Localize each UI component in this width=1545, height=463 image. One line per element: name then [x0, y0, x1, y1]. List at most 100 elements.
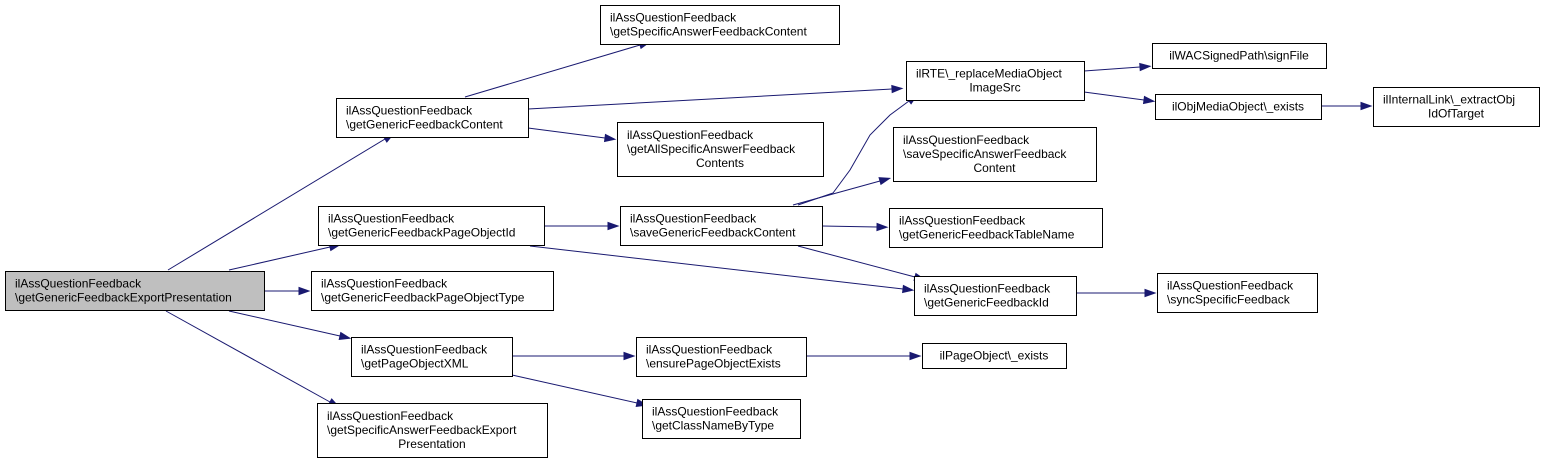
edge-line: [797, 100, 910, 206]
arrowhead-omo-to-link: [1360, 101, 1373, 111]
arrowhead-rte-to-omo: [1142, 95, 1156, 105]
edge-sgfc-to-ssafc: [792, 177, 892, 206]
arrowhead-epoe-to-poe: [909, 351, 922, 361]
edge-epoe-to-poe: [806, 351, 922, 361]
edge-line: [792, 180, 881, 206]
node-gfpoid[interactable]: ilAssQuestionFeedback\getGenericFeedback…: [318, 206, 545, 246]
node-label-line: Presentation: [398, 437, 465, 451]
node-label-line: \getGenericFeedbackExportPresentation: [15, 291, 232, 305]
node-gsafep[interactable]: ilAssQuestionFeedback\getSpecificAnswerF…: [317, 403, 548, 458]
node-epoe[interactable]: ilAssQuestionFeedback\ensurePageObjectEx…: [636, 337, 807, 377]
node-box: [893, 127, 1097, 182]
node-label-line: ilAssQuestionFeedback: [630, 212, 757, 226]
node-box: [642, 399, 801, 439]
node-label-line: \getPageObjectXML: [361, 357, 469, 371]
node-label-line: IdOfTarget: [1428, 107, 1485, 121]
node-label-line: ilPageObject\_exists: [940, 349, 1049, 363]
node-box: [1152, 43, 1327, 69]
node-box: [1155, 94, 1322, 120]
arrowhead-gpox-to-epoe: [623, 351, 636, 361]
edge-gfc-to-rte: [527, 84, 904, 110]
node-poe[interactable]: ilPageObject\_exists: [922, 343, 1067, 369]
edge-sgfc-to-gftn: [821, 222, 889, 232]
edge-gpox-to-epoe: [512, 351, 636, 361]
arrowhead-sgfc-to-gftn: [876, 222, 889, 232]
node-ssf[interactable]: ilAssQuestionFeedback\syncSpecificFeedba…: [1157, 273, 1318, 313]
node-label-line: \getGenericFeedbackContent: [346, 118, 503, 132]
node-gcnbt[interactable]: ilAssQuestionFeedback\getClassNameByType: [642, 399, 801, 439]
node-box: [620, 206, 823, 246]
node-label-line: ilObjMediaObject\_exists: [1172, 100, 1304, 114]
node-sgfc[interactable]: ilAssQuestionFeedback\saveGenericFeedbac…: [620, 206, 823, 246]
node-label-line: ilRTE\_replaceMediaObject: [916, 67, 1063, 81]
node-label-line: ilAssQuestionFeedback: [328, 212, 455, 226]
node-label-line: ilAssQuestionFeedback: [646, 343, 773, 357]
edge-line: [228, 310, 341, 337]
edge-line: [529, 245, 904, 290]
node-gftn[interactable]: ilAssQuestionFeedback\getGenericFeedback…: [889, 208, 1103, 248]
node-ssafc[interactable]: ilAssQuestionFeedback\saveSpecificAnswer…: [893, 127, 1097, 182]
nodes-layer: ilAssQuestionFeedback\getGenericFeedback…: [5, 5, 1540, 458]
node-label-line: \saveGenericFeedbackContent: [630, 226, 796, 240]
node-label-line: Content: [973, 161, 1016, 175]
node-gasafc[interactable]: ilAssQuestionFeedback\getAllSpecificAnsw…: [617, 122, 824, 177]
node-wac[interactable]: ilWACSignedPath\signFile: [1152, 43, 1327, 69]
node-box: [311, 271, 554, 311]
node-gfc[interactable]: ilAssQuestionFeedback\getGenericFeedback…: [336, 98, 529, 138]
node-label-line: ilAssQuestionFeedback: [899, 214, 1026, 228]
node-label-line: \ensurePageObjectExists: [646, 357, 781, 371]
node-box: [317, 403, 548, 458]
node-omo[interactable]: ilObjMediaObject\_exists: [1155, 94, 1322, 120]
node-box: [600, 5, 840, 45]
node-label-line: ilAssQuestionFeedback: [1167, 279, 1294, 293]
edge-line: [527, 88, 893, 110]
edge-sgfc-to-gfid: [797, 245, 927, 281]
node-label-line: \getAllSpecificAnswerFeedback: [627, 142, 796, 156]
edge-gfpoid-to-gfid: [529, 245, 915, 294]
edge-line: [511, 374, 638, 404]
node-label-line: \getSpecificAnswerFeedbackExport: [327, 423, 517, 437]
node-root[interactable]: ilAssQuestionFeedback\getGenericFeedback…: [5, 271, 265, 311]
arrowhead-gfc-to-rte: [891, 84, 904, 94]
edge-root-to-gpox: [228, 310, 352, 340]
edge-line: [821, 225, 878, 228]
node-label-line: ilWACSignedPath\signFile: [1169, 49, 1309, 63]
node-box: [1373, 87, 1540, 127]
edge-gfc-to-gsafc: [464, 41, 652, 98]
arrowhead-root-to-gpox: [338, 331, 352, 340]
edge-line: [1083, 66, 1141, 72]
node-gsafc[interactable]: ilAssQuestionFeedback\getSpecificAnswerF…: [600, 5, 840, 45]
node-label-line: ilAssQuestionFeedback: [903, 133, 1030, 147]
node-label-line: ilAssQuestionFeedback: [627, 128, 754, 142]
edge-gfid-to-ssf: [1076, 288, 1157, 298]
node-gpox[interactable]: ilAssQuestionFeedback\getPageObjectXML: [351, 337, 513, 377]
node-label-line: \getSpecificAnswerFeedbackContent: [610, 25, 807, 39]
node-box: [889, 208, 1103, 248]
edge-root-to-gfpoid: [228, 243, 342, 271]
node-label-line: ilAssQuestionFeedback: [321, 277, 448, 291]
node-box: [1157, 273, 1318, 313]
node-label-line: \getGenericFeedbackId: [924, 296, 1049, 310]
node-label-line: Contents: [696, 156, 744, 170]
edge-omo-to-link: [1321, 101, 1373, 111]
node-label-line: ImageSrc: [969, 81, 1020, 95]
edge-line: [165, 310, 331, 403]
node-box: [5, 271, 265, 311]
node-label-line: ilAssQuestionFeedback: [15, 277, 142, 291]
arrowhead-gfid-to-ssf: [1144, 288, 1157, 298]
arrowhead-root-to-gfpotype: [298, 286, 311, 296]
node-label-line: ilAssQuestionFeedback: [346, 104, 473, 118]
node-box: [906, 61, 1085, 101]
node-gfid[interactable]: ilAssQuestionFeedback\getGenericFeedback…: [914, 276, 1077, 316]
edge-line: [797, 245, 916, 278]
node-label-line: \getGenericFeedbackPageObjectType: [321, 291, 525, 305]
edge-line: [1083, 91, 1145, 101]
node-gfpotype[interactable]: ilAssQuestionFeedback\getGenericFeedback…: [311, 271, 554, 311]
edge-line: [527, 127, 606, 139]
edge-line: [464, 44, 641, 98]
node-label-line: \saveSpecificAnswerFeedback: [903, 147, 1067, 161]
node-box: [351, 337, 513, 377]
